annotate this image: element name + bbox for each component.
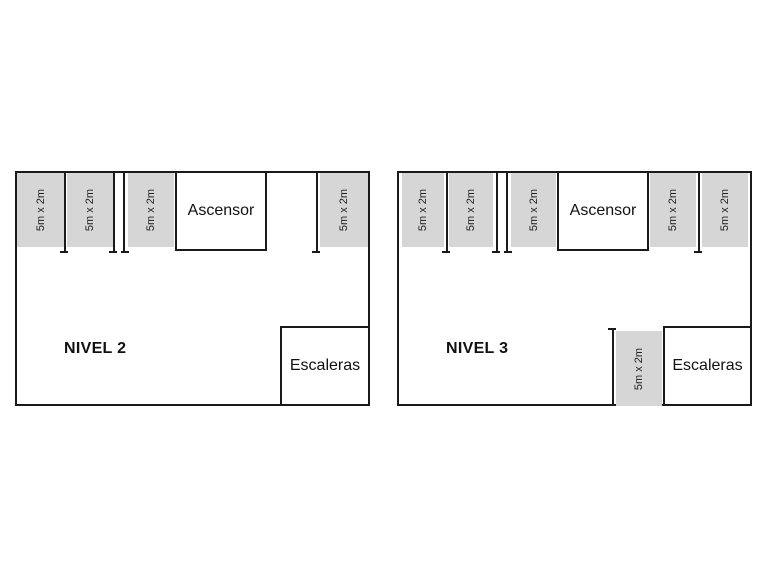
divider-tick: [109, 251, 117, 253]
divider-tick: [504, 251, 512, 253]
parking-space: 5m x 2m: [650, 173, 696, 247]
stairs-room: Escaleras: [663, 326, 752, 406]
divider-tick: [312, 251, 320, 253]
parking-space: 5m x 2m: [320, 173, 368, 247]
floor-plan-level-2: 5m x 2m 5m x 2m 5m x 2m 5m x 2m Ascensor…: [15, 171, 370, 406]
divider-tick: [442, 251, 450, 253]
space-divider: [612, 328, 614, 406]
parking-space-label: 5m x 2m: [465, 188, 477, 232]
parking-space: 5m x 2m: [17, 173, 64, 247]
space-divider: [64, 173, 66, 251]
divider-tick: [694, 251, 702, 253]
stairs-label: Escaleras: [672, 357, 743, 374]
parking-space-label: 5m x 2m: [527, 188, 540, 232]
parking-space-label: 5m x 2m: [417, 188, 429, 232]
divider-tick: [60, 251, 68, 253]
parking-space-label: 5m x 2m: [145, 188, 157, 232]
elevator-label: Ascensor: [187, 202, 255, 219]
parking-space: 5m x 2m: [67, 173, 113, 247]
parking-space: 5m x 2m: [511, 173, 556, 247]
space-divider: [446, 173, 448, 251]
space-divider: [113, 173, 115, 251]
space-divider: [496, 173, 498, 251]
stairs-room: Escaleras: [280, 326, 370, 406]
parking-space-label: 5m x 2m: [719, 188, 731, 232]
divider-tick: [608, 328, 616, 330]
stairs-label: Escaleras: [289, 357, 361, 374]
parking-space-label: 5m x 2m: [34, 188, 47, 232]
parking-space: 5m x 2m: [616, 331, 662, 406]
parking-space: 5m x 2m: [702, 173, 748, 247]
level-title: NIVEL 2: [64, 340, 127, 357]
elevator-room: Ascensor: [557, 171, 649, 251]
divider-tick: [121, 251, 129, 253]
space-divider: [506, 173, 508, 251]
space-divider: [316, 173, 318, 251]
elevator-label: Ascensor: [569, 202, 637, 219]
space-divider: [123, 173, 125, 251]
space-divider: [698, 173, 700, 251]
parking-space-label: 5m x 2m: [667, 188, 679, 232]
elevator-room: Ascensor: [175, 171, 267, 251]
divider-tick: [492, 251, 500, 253]
parking-space: 5m x 2m: [128, 173, 174, 247]
parking-space: 5m x 2m: [402, 173, 444, 247]
parking-space-label: 5m x 2m: [338, 188, 350, 232]
parking-space-label: 5m x 2m: [633, 347, 645, 390]
parking-space-label: 5m x 2m: [84, 188, 96, 232]
parking-space: 5m x 2m: [449, 173, 493, 247]
floor-plan-level-3: 5m x 2m 5m x 2m 5m x 2m 5m x 2m 5m x 2m …: [397, 171, 752, 406]
level-title: NIVEL 3: [446, 340, 509, 357]
